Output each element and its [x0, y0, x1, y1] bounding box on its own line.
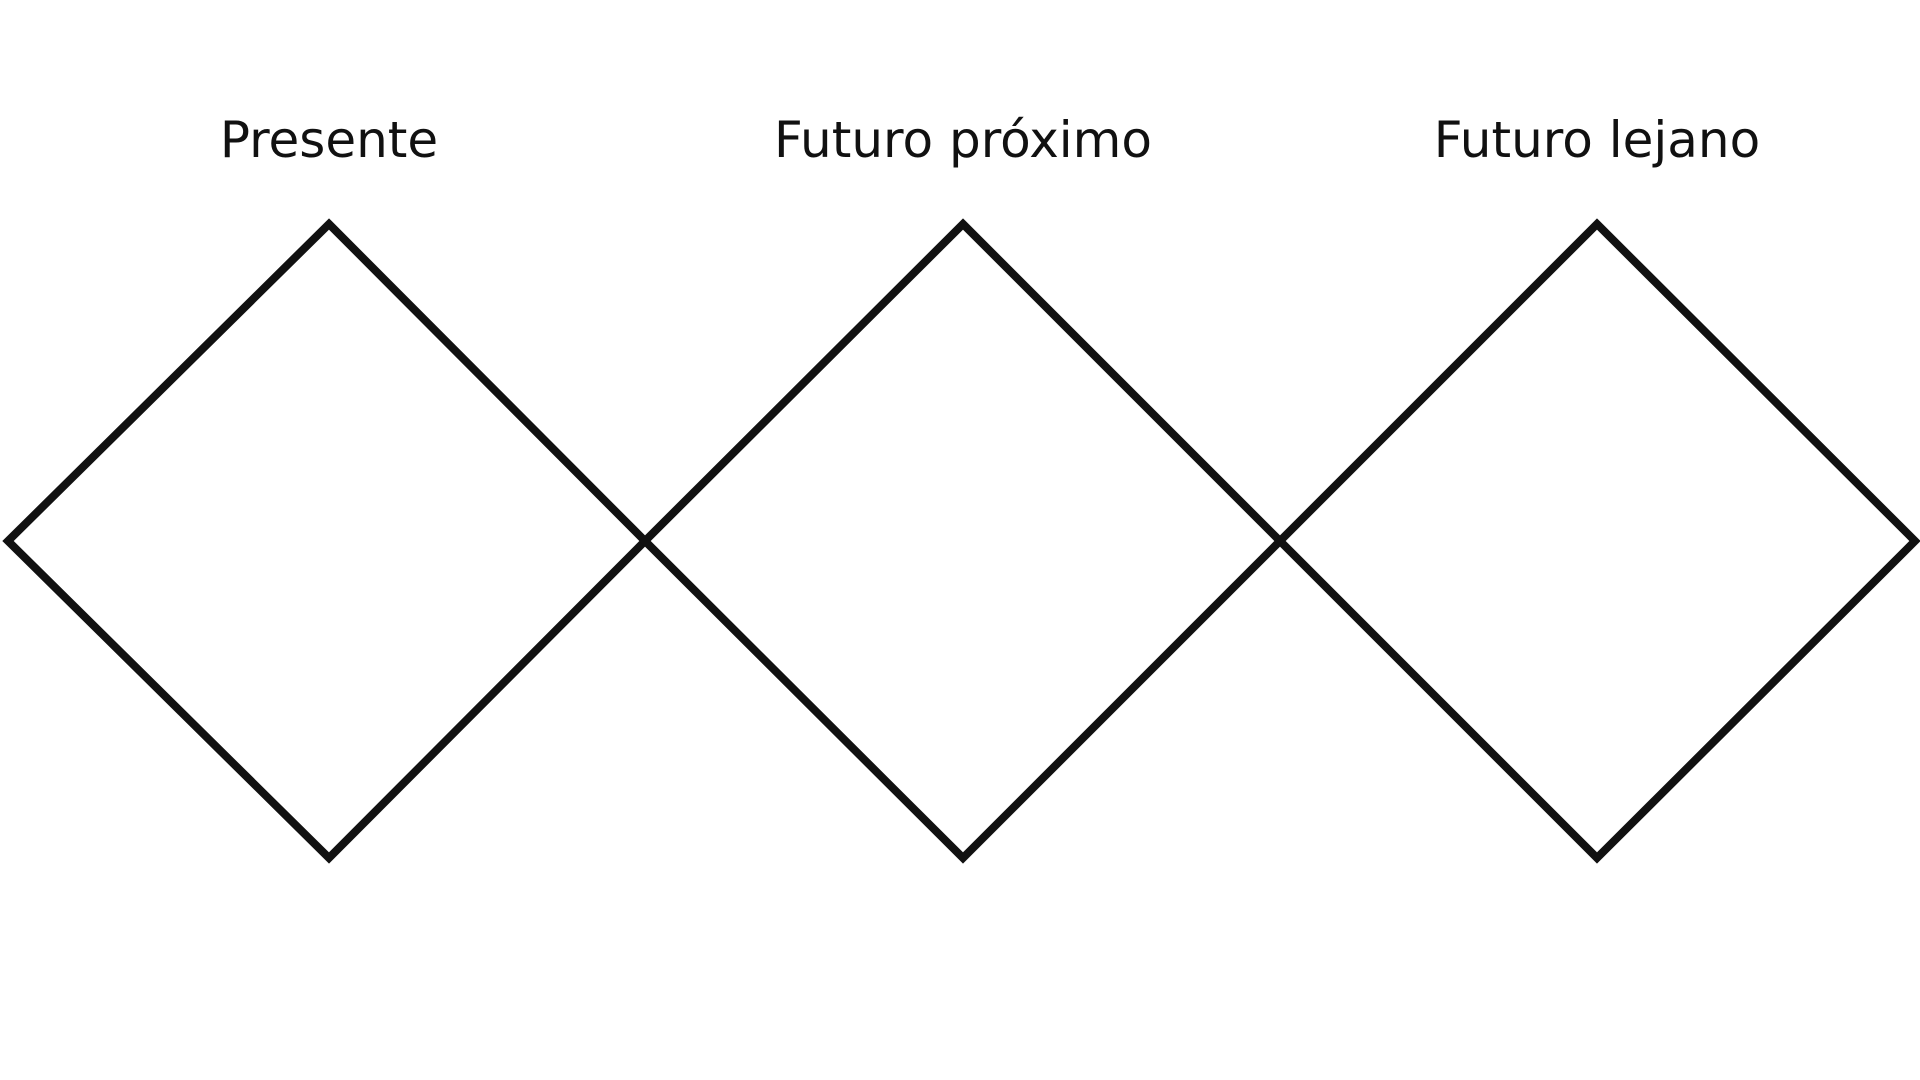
stage-label-presente: Presente [219, 111, 439, 169]
diamond-futuro-proximo [639, 218, 1286, 864]
stage-label-futuro-lejano: Futuro lejano [1433, 111, 1761, 169]
stage-label-futuro-proximo: Futuro próximo [774, 111, 1152, 169]
diamond-presente [2, 218, 651, 864]
diamond-futuro-lejano [1274, 218, 1920, 864]
